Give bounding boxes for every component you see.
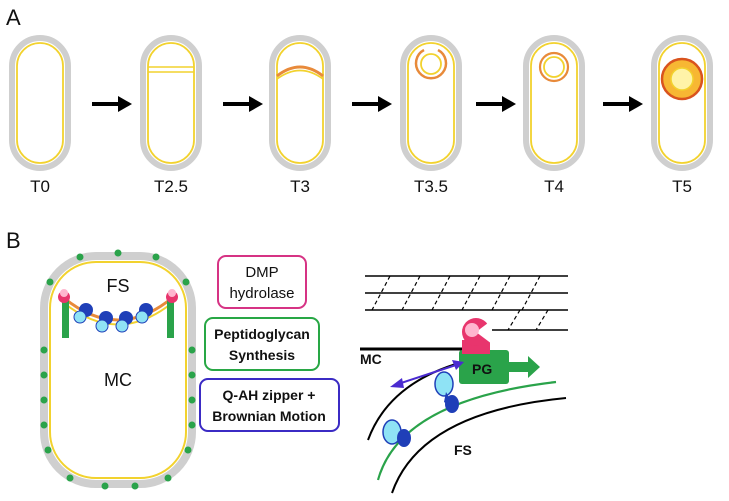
legend-qah-line1: Q-AH zipper + [223, 387, 316, 403]
stage-label-t5: T5 [672, 177, 692, 196]
legend-qah-zipper: Q-AH zipper + Brownian Motion [199, 378, 340, 432]
cell-t4 [523, 35, 585, 171]
stage-label-t4: T4 [544, 177, 564, 196]
panel-b-label: B [6, 228, 21, 253]
stage-label-t2-5: T2.5 [154, 177, 188, 196]
sporulating-cell [40, 249, 196, 490]
legend-pg-line2: Synthesis [229, 347, 295, 363]
legend-dmp-hydrolase: DMP hydrolase [217, 255, 307, 309]
legend-dmp-line1: DMP [245, 264, 278, 281]
arrow-right-icon [476, 96, 516, 112]
arrow-right-icon [92, 96, 132, 112]
zoom-mc-label: MC [360, 351, 382, 367]
cell-t2-5 [140, 35, 202, 171]
cell-t5 [651, 35, 713, 171]
stage-label-t0: T0 [30, 177, 50, 196]
legend-pg-line1: Peptidoglycan [214, 326, 310, 342]
forespore-label: FS [106, 276, 129, 296]
cell-t3-5 [400, 35, 462, 171]
zoom-schematic [360, 275, 568, 494]
panel-a-label: A [6, 5, 21, 30]
stage-label-t3-5: T3.5 [414, 177, 448, 196]
zoom-fs-label: FS [454, 442, 472, 458]
arrow-right-icon [352, 96, 392, 112]
legend-dmp-line2: hydrolase [229, 285, 294, 302]
mother-cell-label: MC [104, 370, 132, 390]
cell-t3 [269, 35, 331, 171]
stage-label-t3: T3 [290, 177, 310, 196]
zoom-pg-label: PG [472, 361, 492, 377]
arrow-right-icon [223, 96, 263, 112]
legend-qah-line2: Brownian Motion [212, 408, 326, 424]
cell-t0 [9, 35, 71, 171]
legend-peptidoglycan-synthesis: Peptidoglycan Synthesis [204, 317, 320, 371]
arrow-right-icon [603, 96, 643, 112]
